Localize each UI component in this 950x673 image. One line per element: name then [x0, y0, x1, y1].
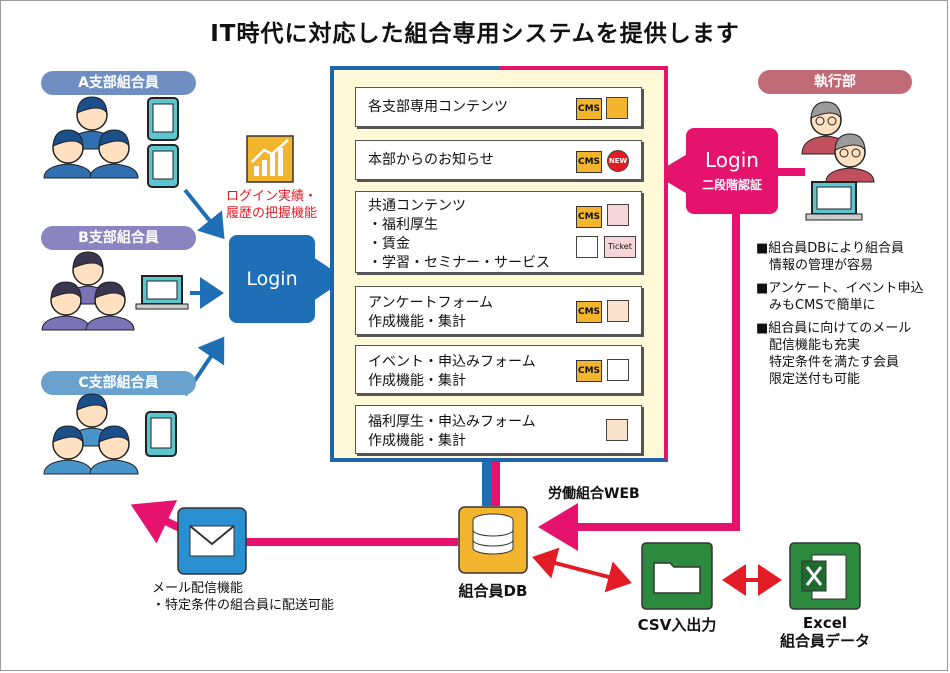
arrow-exec-db	[538, 214, 740, 551]
web-item-branch-content[interactable]: 各支部専用コンテンツ CMS	[355, 87, 642, 127]
mail-icon	[177, 507, 247, 575]
family-icon	[607, 204, 629, 226]
arrow-mail-members	[130, 500, 182, 544]
document-icon	[576, 236, 598, 258]
mail-feature-caption: メール配信機能 ・特定条件の組合員に配送可能	[152, 581, 335, 613]
bars-icon	[606, 97, 628, 119]
arrow-db-csv	[532, 547, 632, 593]
web-item-label: イベント・申込みフォーム 作成機能・集計	[368, 354, 536, 389]
cms-badge: CMS	[576, 98, 602, 120]
web-panel-top-accent	[499, 66, 668, 70]
phone-icon	[147, 144, 179, 188]
ticket-icon: Ticket	[604, 236, 636, 258]
page-title: IT時代に対応した組合専用システムを提供します	[210, 21, 740, 47]
group-a-label: A支部組合員	[41, 71, 196, 95]
group-exec-label: 執行部	[758, 70, 912, 94]
form-icon	[606, 419, 628, 441]
web-item-hq-news[interactable]: 本部からのお知らせ CMS NEW	[355, 140, 642, 180]
group-b-people-icon	[41, 251, 135, 331]
exec-note-mail: ■組合員に向けてのメール 配信機能も充実 特定条件を満たす会員 限定送付も可能	[756, 321, 912, 387]
cms-badge: CMS	[576, 360, 602, 382]
member-db-label: 組合員DB	[458, 582, 528, 600]
excel-data-label: Excel 組合員データ	[779, 614, 870, 650]
cms-badge: CMS	[576, 151, 602, 173]
cms-badge: CMS	[576, 301, 602, 323]
cms-badge: CMS	[576, 206, 602, 228]
login-log-feature: ログイン実績・ 履歴の把握機能	[226, 189, 318, 221]
laptop-icon	[805, 181, 863, 221]
web-item-label: 本部からのお知らせ	[368, 152, 494, 168]
web-item-survey-form[interactable]: アンケートフォーム 作成機能・集計 CMS	[355, 286, 642, 335]
csv-io-label: CSV入出力	[637, 616, 717, 634]
group-c-people-icon	[43, 393, 139, 475]
web-item-event-form[interactable]: イベント・申込みフォーム 作成機能・集計 CMS	[355, 345, 642, 394]
form-icon	[607, 300, 629, 322]
web-item-label: アンケートフォーム 作成機能・集計	[368, 295, 494, 330]
group-b-label: B支部組合員	[41, 226, 196, 250]
web-item-welfare-form[interactable]: 福利厚生・申込みフォーム 作成機能・集計	[355, 405, 642, 454]
exec-login-button[interactable]: Login 二段階認証	[686, 128, 778, 214]
web-item-common-content[interactable]: 共通コンテンツ ・福利厚生 ・賃金 ・学習・セミナー・サービス CMS Tick…	[355, 191, 642, 273]
laptop-icon	[135, 275, 189, 310]
group-c-label: C支部組合員	[41, 371, 196, 395]
exec-people-icon	[801, 101, 875, 183]
excel-icon	[789, 542, 861, 610]
web-item-label: 各支部専用コンテンツ	[368, 99, 508, 115]
union-web-label: 労働組合WEB	[548, 486, 640, 502]
web-item-label: 福利厚生・申込みフォーム 作成機能・集計	[368, 414, 536, 449]
analytics-chart-icon	[246, 135, 294, 183]
calendar-icon	[607, 359, 629, 381]
web-item-label: 共通コンテンツ ・福利厚生 ・賃金 ・学習・セミナー・サービス	[368, 198, 550, 271]
arrow-a-login	[183, 188, 225, 240]
new-badge-icon: NEW	[607, 150, 629, 172]
phone-icon	[145, 411, 177, 457]
folder-icon	[641, 542, 713, 610]
exec-note-db: ■組合員DBにより組合員 情報の管理が容易	[756, 241, 904, 273]
exec-login-2fa: 二段階認証	[701, 178, 762, 192]
exec-note-cms: ■アンケート、イベント申込 みもCMSで簡単に	[756, 281, 924, 313]
database-icon	[458, 506, 528, 574]
group-a-people-icon	[43, 96, 139, 179]
phone-icon	[147, 97, 179, 141]
member-login-button[interactable]: Login	[229, 235, 315, 323]
exec-login-label: Login	[705, 148, 759, 172]
